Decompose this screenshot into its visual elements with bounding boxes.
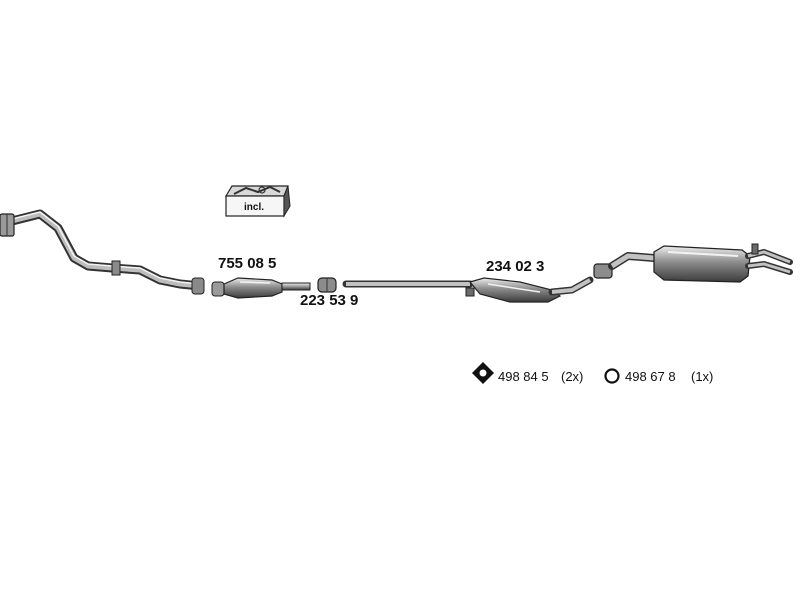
part-label-755-08-5: 755 08 5 — [218, 255, 277, 272]
front-pipe[interactable] — [0, 209, 205, 295]
part-label-223-53-9: 223 53 9 — [300, 292, 359, 309]
hardware-qty-498-84-5: (2x) — [561, 369, 584, 384]
rubber-hanger-icon — [472, 362, 494, 384]
kit-included-label: incl. — [244, 202, 265, 213]
catalytic-converter[interactable] — [211, 277, 311, 299]
middle-silencer[interactable] — [342, 276, 594, 303]
pipe-clamp[interactable] — [317, 277, 337, 293]
rear-silencer[interactable] — [593, 243, 793, 283]
ring-gasket-icon — [604, 368, 620, 384]
hardware-number-498-67-8: 498 67 8 — [625, 369, 676, 384]
part-label-234-02-3: 234 02 3 — [486, 258, 545, 275]
hardware-qty-498-67-8: (1x) — [691, 369, 714, 384]
mounting-kit-box — [224, 185, 291, 218]
hardware-number-498-84-5: 498 84 5 — [498, 369, 549, 384]
